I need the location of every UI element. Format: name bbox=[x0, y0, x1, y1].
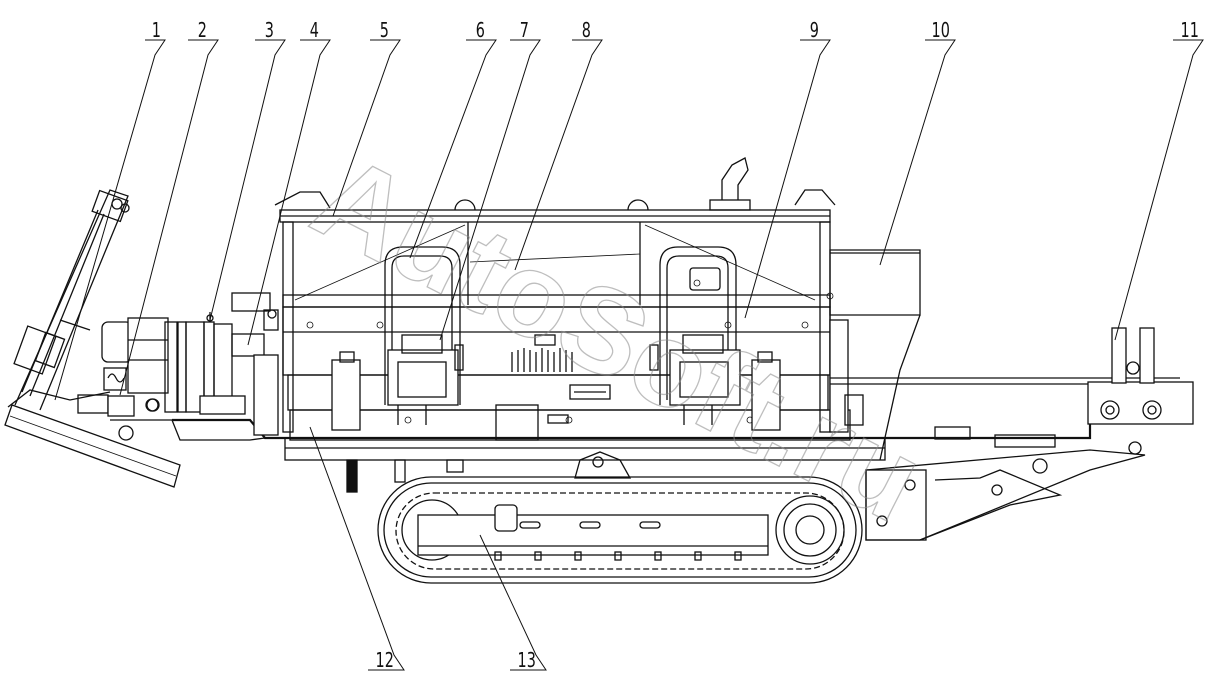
callout-4: 4 bbox=[310, 20, 319, 43]
rear-outrigger bbox=[865, 441, 1146, 541]
rear-hood bbox=[829, 249, 921, 461]
crawler-track bbox=[377, 451, 863, 584]
callout-3: 3 bbox=[265, 20, 274, 43]
mast-assembly bbox=[4, 189, 181, 488]
right-handle-clamp bbox=[649, 246, 741, 425]
callout-leaders bbox=[54, 39, 1204, 671]
left-handle-clamp bbox=[384, 246, 464, 425]
chassis-frame bbox=[110, 398, 1092, 493]
callout-9: 9 bbox=[810, 20, 819, 43]
main-body-cage bbox=[274, 157, 851, 441]
rear-tank-group bbox=[934, 327, 1194, 448]
callout-numbers: 1 2 3 4 5 6 7 8 9 10 11 12 13 bbox=[152, 20, 1199, 673]
side-clamps bbox=[253, 319, 864, 436]
callout-8: 8 bbox=[582, 20, 591, 43]
callout-10: 10 bbox=[932, 20, 950, 43]
callout-7: 7 bbox=[520, 20, 529, 43]
callout-6: 6 bbox=[476, 20, 485, 43]
radiator-grille bbox=[511, 348, 573, 372]
callout-11: 11 bbox=[1181, 20, 1199, 43]
callout-12: 12 bbox=[376, 650, 394, 673]
callout-2: 2 bbox=[198, 20, 207, 43]
rotary-drive-assembly bbox=[101, 292, 279, 417]
callout-5: 5 bbox=[380, 20, 389, 43]
callout-13: 13 bbox=[518, 650, 536, 673]
callout-1: 1 bbox=[152, 20, 161, 43]
